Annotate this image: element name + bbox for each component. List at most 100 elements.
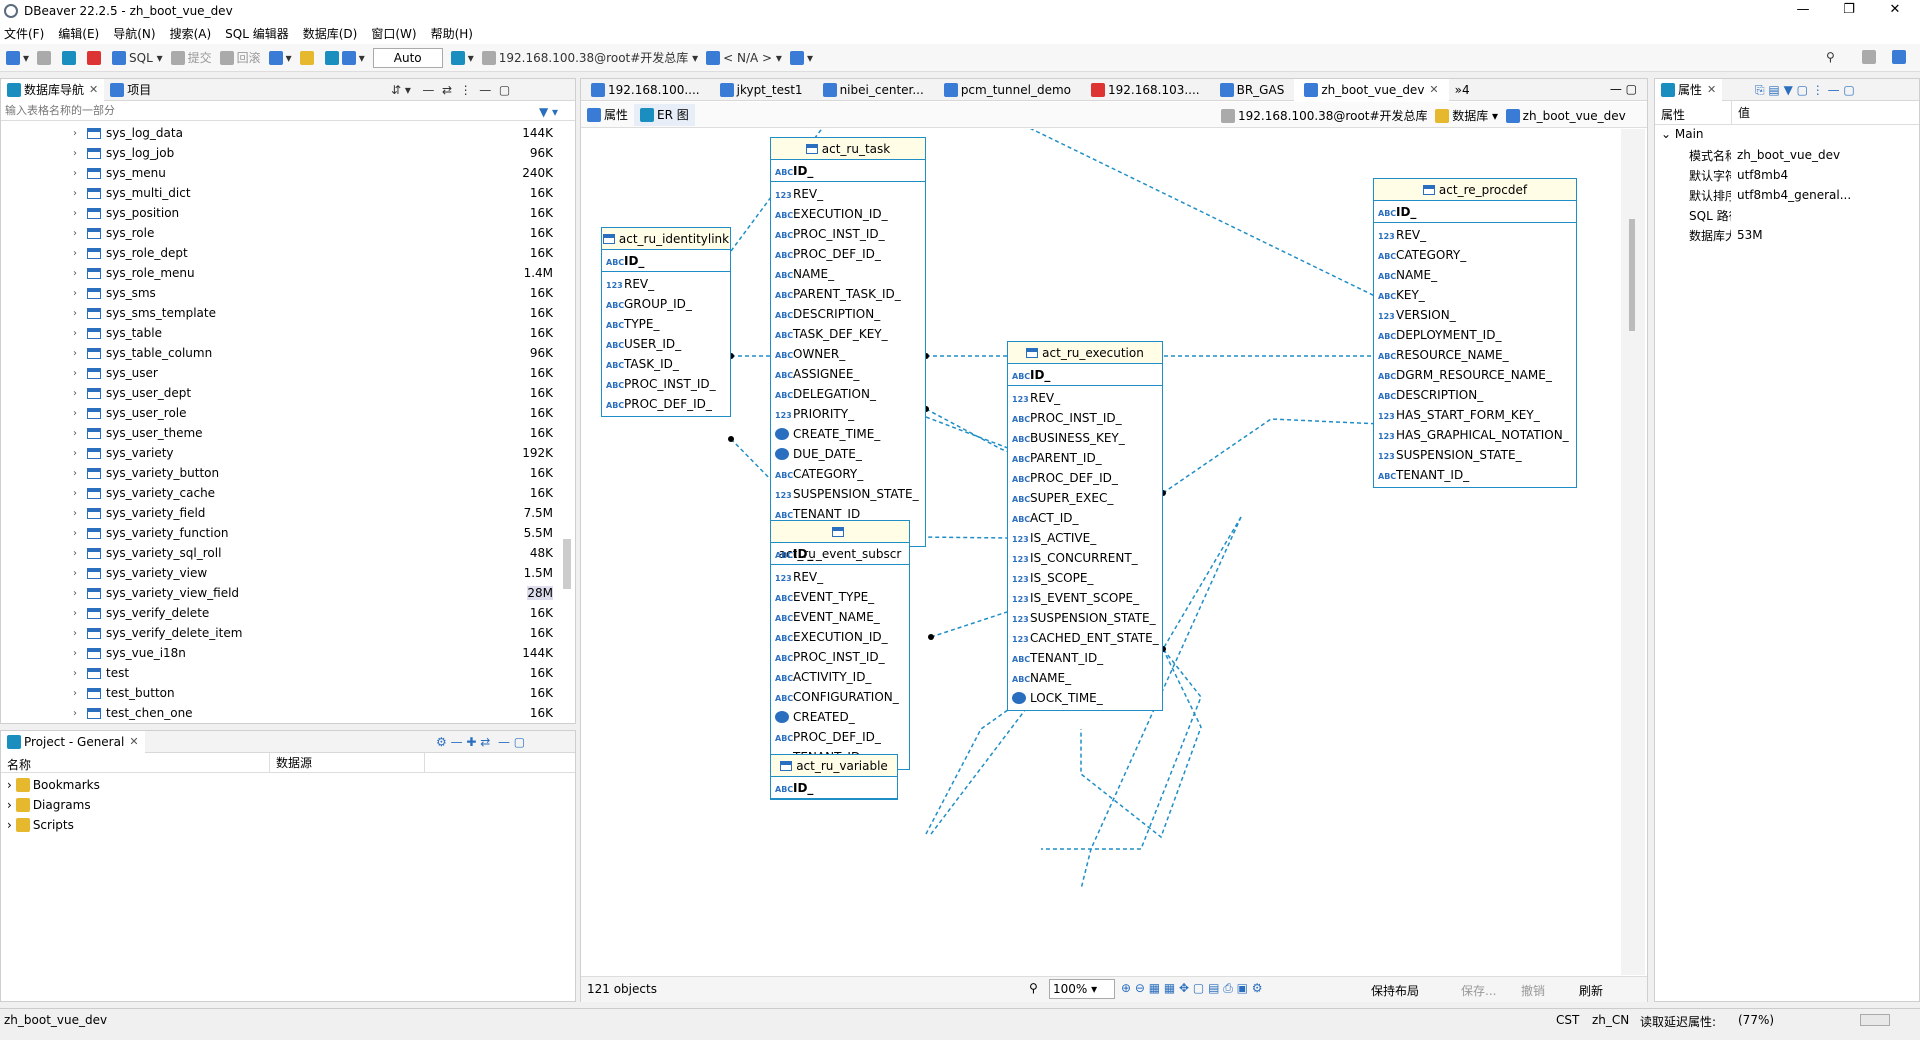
tab-er-diagram[interactable]: ER 图 bbox=[634, 103, 695, 126]
expand-icon[interactable]: › bbox=[73, 587, 77, 599]
project-item-diagrams[interactable]: › Diagrams bbox=[7, 798, 91, 812]
editor-tab[interactable]: zh_boot_vue_dev✕ bbox=[1294, 78, 1449, 101]
project-item-scripts[interactable]: › Scripts bbox=[7, 818, 74, 832]
close-icon[interactable]: ✕ bbox=[1429, 83, 1439, 96]
editor-tab[interactable]: jkypt_test1 bbox=[710, 79, 813, 101]
active-connection-selector[interactable]: 192.168.100.38@root#开发总库 ▾ bbox=[481, 49, 698, 66]
expand-icon[interactable]: › bbox=[73, 607, 77, 619]
tab-projects[interactable]: 项目 bbox=[104, 79, 157, 101]
rollback-button[interactable]: 回滚 bbox=[219, 49, 261, 66]
dbeaver-perspective-icon[interactable] bbox=[1892, 50, 1909, 64]
expand-icon[interactable]: › bbox=[7, 778, 12, 792]
editor-tab[interactable]: BR_GAS bbox=[1210, 79, 1295, 101]
editor-tab[interactable]: 192.168.103.... bbox=[1081, 79, 1210, 101]
menu-item-4[interactable]: SQL 编辑器 bbox=[225, 26, 289, 41]
close-icon[interactable]: ✕ bbox=[89, 83, 99, 96]
undo-button[interactable]: 撤销 bbox=[1521, 984, 1546, 998]
commit-button[interactable]: 提交 bbox=[170, 49, 212, 66]
disconnect-all-button[interactable] bbox=[87, 50, 104, 65]
transaction-mode-button[interactable]: ▾ bbox=[268, 50, 292, 65]
expand-icon[interactable]: › bbox=[73, 427, 77, 439]
expand-icon[interactable]: › bbox=[73, 387, 77, 399]
tab-project-general[interactable]: Project - General✕ bbox=[1, 730, 145, 753]
menu-item-1[interactable]: 编辑(E) bbox=[58, 26, 100, 41]
tab-properties-view[interactable]: 属性✕ bbox=[1655, 78, 1723, 101]
expand-icon[interactable]: › bbox=[7, 798, 12, 812]
properties-group-main[interactable]: ⌄ Main bbox=[1661, 127, 1704, 141]
disconnect-button[interactable] bbox=[37, 50, 54, 65]
expand-icon[interactable]: › bbox=[73, 347, 77, 359]
expand-icon[interactable]: › bbox=[73, 467, 77, 479]
close-icon[interactable]: ✕ bbox=[1707, 83, 1717, 96]
lock-icon[interactable] bbox=[299, 50, 317, 65]
expand-icon[interactable]: › bbox=[73, 687, 77, 699]
menu-item-7[interactable]: 帮助(H) bbox=[430, 26, 473, 41]
expand-icon[interactable]: › bbox=[73, 367, 77, 379]
history-button[interactable]: ▾ bbox=[450, 50, 474, 65]
minimize-icon[interactable]: — bbox=[1796, 2, 1810, 17]
tab-database-navigator[interactable]: 数据库导航✕ bbox=[1, 78, 105, 101]
expand-icon[interactable]: › bbox=[73, 207, 77, 219]
expand-icon[interactable]: › bbox=[73, 267, 77, 279]
project-toolbar[interactable]: ⚙ — ✚ ⇄ — ▢ bbox=[436, 735, 526, 749]
expand-icon[interactable]: › bbox=[73, 447, 77, 459]
menu-item-2[interactable]: 导航(N) bbox=[113, 26, 156, 41]
refresh-button[interactable]: 刷新 bbox=[1579, 984, 1604, 998]
save-layout-button[interactable]: 保持布局 bbox=[1371, 984, 1420, 998]
expand-icon[interactable]: › bbox=[73, 227, 77, 239]
tab-properties[interactable]: 属性 bbox=[581, 104, 634, 126]
tools-button[interactable]: ▾ bbox=[324, 50, 365, 65]
tabs-overflow-button[interactable]: »4 bbox=[1454, 82, 1470, 97]
project-item-bookmarks[interactable]: › Bookmarks bbox=[7, 778, 100, 792]
commit-mode-field[interactable]: Auto bbox=[372, 47, 443, 68]
zoom-tools[interactable]: ⊕ ⊖ ▦ ▦ ✥ ▢ ▤ ⎙ ▣ ⚙ bbox=[1121, 981, 1263, 995]
vertical-scrollbar[interactable] bbox=[1621, 129, 1645, 975]
property-row[interactable]: 默认排序utf8mb4_general... bbox=[1689, 188, 1852, 203]
close-icon[interactable]: ✕ bbox=[129, 735, 139, 748]
navigator-toolbar[interactable]: ⇵ ▾ — ⇄ ⋮ — ▢ bbox=[391, 83, 511, 97]
table-filter-input[interactable]: 输入表格名称的一部分 bbox=[1, 101, 575, 121]
zoom-selector[interactable]: 100% ▾ bbox=[1049, 979, 1115, 999]
maximize-icon[interactable]: ❐ bbox=[1843, 2, 1855, 17]
close-window-icon[interactable]: ✕ bbox=[1889, 2, 1901, 17]
properties-toolbar[interactable]: ⎘ ▤ ▼ ▢ ⋮ — ▢ bbox=[1755, 83, 1855, 97]
expand-icon[interactable]: › bbox=[73, 647, 77, 659]
property-row[interactable]: 模式名称zh_boot_vue_dev bbox=[1689, 148, 1841, 163]
expand-icon[interactable]: › bbox=[7, 818, 12, 832]
property-row[interactable]: SQL 路径 bbox=[1689, 208, 1731, 223]
editor-breadcrumb[interactable]: 192.168.100.38@root#开发总库 数据库 ▾ zh_boot_v… bbox=[1221, 107, 1626, 124]
expand-icon[interactable]: › bbox=[73, 167, 77, 179]
expand-icon[interactable]: › bbox=[73, 407, 77, 419]
expand-icon[interactable]: › bbox=[73, 147, 77, 159]
expand-icon[interactable]: › bbox=[73, 327, 77, 339]
active-schema-selector[interactable]: < N/A > ▾ bbox=[706, 50, 782, 65]
global-search-icon[interactable]: ⚲ bbox=[1826, 50, 1835, 64]
expand-icon[interactable]: › bbox=[73, 707, 77, 719]
menu-item-5[interactable]: 数据库(D) bbox=[302, 26, 358, 41]
